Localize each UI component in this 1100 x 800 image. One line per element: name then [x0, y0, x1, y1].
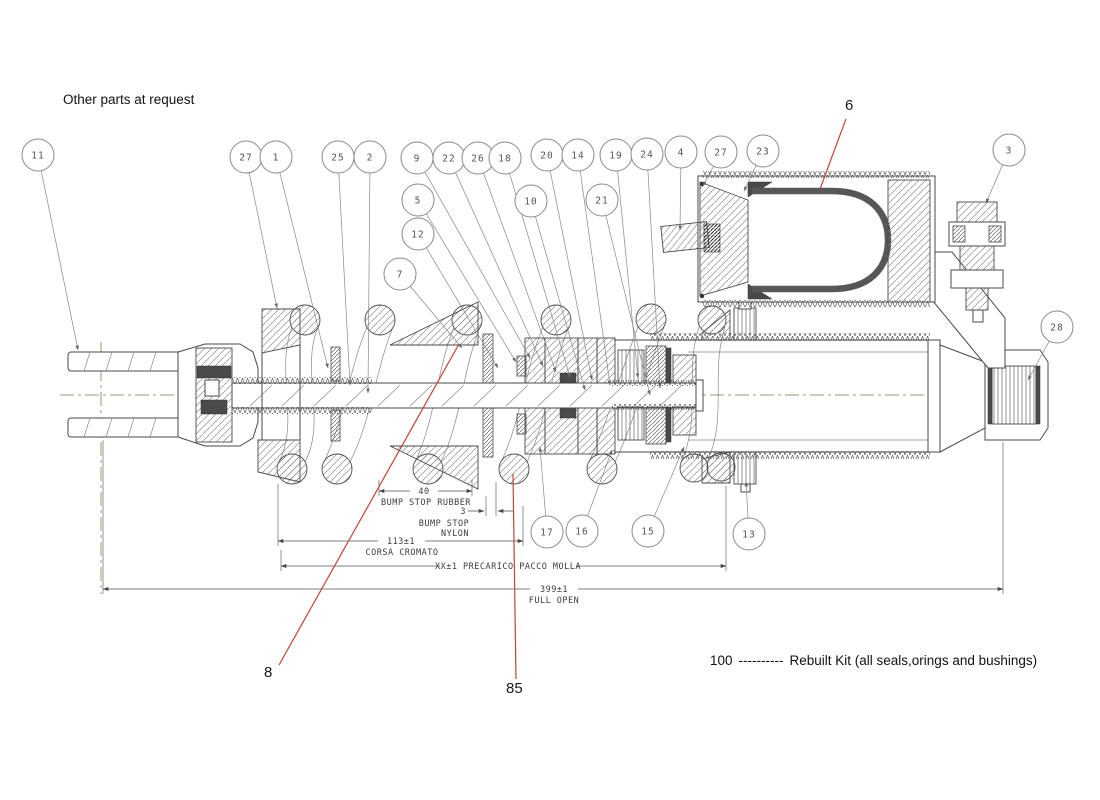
part-balloon-22: 22 [432, 141, 544, 367]
piston-rod [231, 377, 704, 414]
part-balloon-16: 16 [565, 449, 613, 548]
red-callout-lines [278, 118, 847, 680]
part-balloon-7: 7 [383, 257, 463, 349]
red-leader-85 [512, 473, 517, 680]
dim-3-value: 3 [460, 507, 466, 517]
body-tube [614, 298, 941, 493]
part-balloon-18: 18 [488, 141, 571, 378]
part-balloon-19: 19 [599, 138, 640, 379]
svg-text:7: 7 [397, 270, 404, 281]
dim-113-label: CORSA CROMATO [365, 548, 438, 558]
balloon-layer: 11 27 1 25 2 9 22 26 18 20 14 19 24 4 27 23 3 5 10 21 12 7 28 1… [21, 133, 1074, 551]
svg-text:11: 11 [31, 151, 44, 162]
piston-assembly [617, 345, 697, 445]
dim-xx-value: XX±1 PRECARICO PACCO MOLLA [435, 562, 581, 572]
svg-text:16: 16 [575, 527, 588, 538]
svg-text:28: 28 [1050, 323, 1063, 334]
part-balloon-1: 1 [259, 140, 329, 369]
part-balloon-11: 11 [21, 138, 79, 351]
svg-text:15: 15 [641, 527, 654, 538]
svg-text:23: 23 [756, 147, 769, 158]
part-balloon-4: 4 [664, 135, 698, 231]
part-balloon-12: 12 [401, 217, 499, 369]
bump-stop [389, 301, 494, 490]
svg-text:19: 19 [609, 151, 622, 162]
svg-text:22: 22 [442, 154, 455, 165]
rebuilt-kit-number: 100 [710, 653, 733, 668]
dim-40-label: BUMP STOP RUBBER [381, 498, 471, 508]
dim-113-value: 113±1 [387, 537, 415, 547]
reservoir-end-cap [887, 179, 931, 303]
dim-399-value: 399±1 [540, 585, 568, 595]
part-balloon-5: 5 [401, 183, 517, 363]
part-balloon-28: 28 [1027, 310, 1074, 381]
part-balloon-10: 10 [514, 184, 586, 391]
dim-3-label1: BUMP STOP [419, 519, 470, 529]
svg-text:25: 25 [331, 153, 344, 164]
svg-text:1: 1 [273, 153, 280, 164]
part-balloon-14: 14 [561, 138, 612, 386]
svg-text:14: 14 [571, 151, 584, 162]
part-balloon-27: 27 [702, 135, 738, 187]
part-balloon-24: 24 [630, 137, 664, 389]
part-balloon-2: 2 [353, 140, 387, 394]
valve-assembly [948, 201, 1006, 323]
rebuilt-kit-dashes: ---------- [738, 653, 784, 668]
svg-text:24: 24 [640, 150, 653, 161]
part-balloon-3: 3 [985, 133, 1026, 204]
svg-text:12: 12 [411, 230, 424, 241]
svg-text:27: 27 [239, 153, 252, 164]
dimension-layer: 40 BUMP STOP RUBBER 3 BUMP STOP NYLON 11… [102, 440, 1004, 606]
dim-3-label2: NYLON [441, 529, 469, 539]
clevis-mount [67, 343, 259, 447]
svg-text:27: 27 [714, 148, 727, 159]
part-balloon-13: 13 [732, 481, 766, 551]
part-balloon-21: 21 [585, 183, 651, 396]
reservoir [660, 171, 1006, 369]
svg-text:17: 17 [540, 528, 553, 539]
part-balloon-15: 15 [631, 446, 685, 548]
part-balloon-23: 23 [743, 134, 780, 192]
dim-40-value: 40 [418, 487, 429, 497]
red-callout-8: 8 [264, 664, 273, 681]
svg-text:18: 18 [498, 154, 511, 165]
svg-text:9: 9 [414, 154, 421, 165]
eye-end [939, 344, 1049, 453]
note-other-parts: Other parts at request [63, 92, 195, 107]
rebuilt-kit-text: Rebuilt Kit (all seals,orings and bushin… [789, 653, 1038, 668]
hose-fitting [660, 221, 710, 253]
spring-seat-collar [257, 308, 341, 483]
rebuilt-kit-note: 100 ---------- Rebuilt Kit (all seals,orin… [710, 653, 1043, 668]
dim-399-label: FULL OPEN [529, 596, 580, 606]
red-leader-6 [819, 118, 847, 190]
reservoir-cap [699, 181, 749, 297]
svg-text:5: 5 [415, 196, 422, 207]
seal-head [516, 337, 616, 455]
red-callout-85: 85 [506, 680, 523, 697]
svg-text:3: 3 [1006, 146, 1013, 157]
svg-text:4: 4 [678, 148, 685, 159]
svg-text:13: 13 [742, 530, 755, 541]
svg-text:26: 26 [471, 154, 484, 165]
part-balloon-17: 17 [530, 446, 564, 549]
red-callout-6: 6 [845, 97, 854, 114]
svg-text:20: 20 [540, 151, 553, 162]
red-leader-8 [278, 343, 460, 666]
svg-text:10: 10 [524, 197, 537, 208]
svg-text:2: 2 [367, 153, 374, 164]
svg-text:21: 21 [595, 196, 608, 207]
